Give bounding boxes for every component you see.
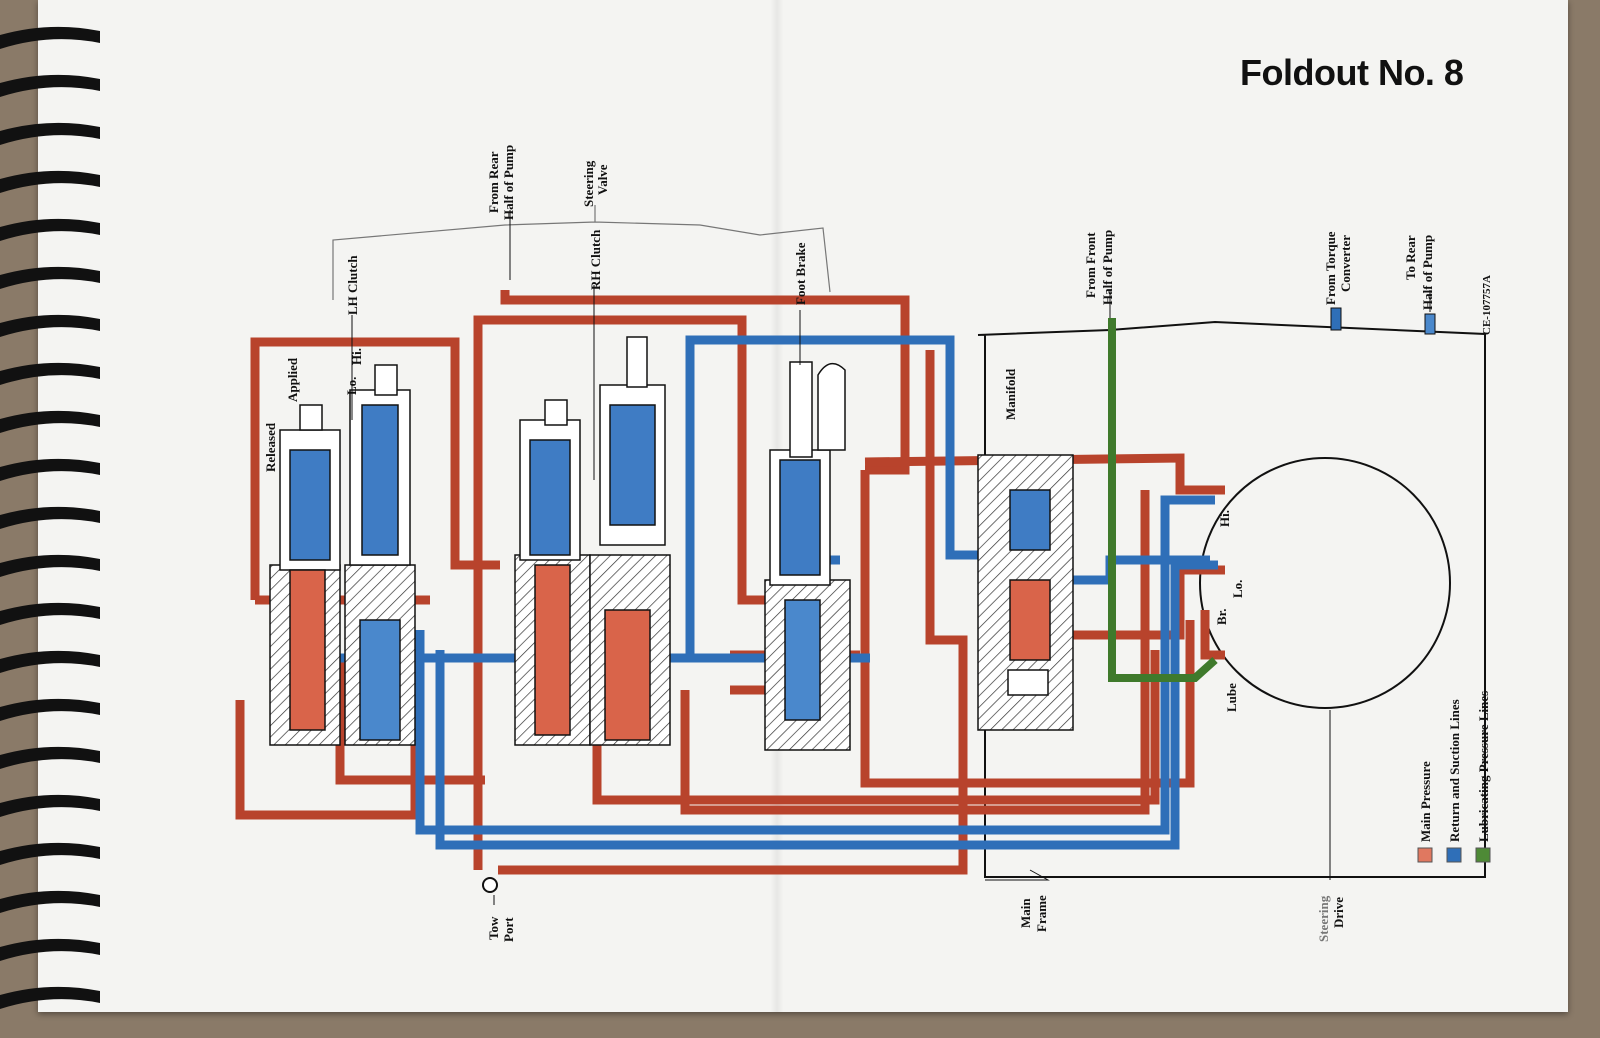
legend: Main Pressure Return and Suction Lines L… [1417, 691, 1491, 863]
binding-ring [0, 794, 100, 817]
foot-brake-valve [764, 361, 851, 751]
binding-ring [0, 842, 100, 865]
torque-converter-port [1330, 307, 1342, 331]
label-drive-br: Br. [1214, 609, 1229, 626]
binding-ring [0, 554, 100, 577]
binding-ring [0, 458, 100, 481]
binding-ring [0, 410, 100, 433]
binding-ring [0, 602, 100, 625]
label-steering-valve-1: Steering [581, 160, 596, 207]
rh-clutch-valve [514, 336, 671, 746]
label-drive-lo: Lo. [1230, 580, 1245, 598]
label-to-rear-2: Half of Pump [1420, 235, 1435, 310]
label-lube: Lube [1224, 683, 1239, 712]
label-steering-drive-2: Drive [1331, 897, 1346, 928]
label-tow-port-1: Tow [486, 916, 501, 940]
legend-swatch-main-pressure [1417, 847, 1433, 863]
binding-ring [0, 122, 100, 145]
binding-ring [0, 170, 100, 193]
label-released: Released [263, 422, 278, 472]
legend-swatch-lube [1475, 847, 1491, 863]
binding-ring [0, 986, 100, 1009]
label-from-torque-2: Converter [1338, 235, 1353, 292]
binding-ring [0, 26, 100, 49]
binding-ring [0, 74, 100, 97]
spiral-binding: /* rings drawn below */ [0, 26, 100, 1009]
leader-lines [351, 210, 1431, 905]
steering-drive-circle [1199, 457, 1451, 709]
label-foot-brake: Foot Brake [793, 242, 808, 305]
label-from-front-2: Half of Pump [1100, 230, 1115, 305]
label-from-front-1: From Front [1083, 232, 1098, 298]
label-lh-lo: Lo. [344, 377, 359, 395]
manifold-valve [977, 454, 1074, 731]
label-rh-clutch: RH Clutch [588, 229, 603, 290]
label-lh-clutch: LH Clutch [345, 255, 360, 315]
binding-ring [0, 890, 100, 913]
label-manifold: Manifold [1003, 368, 1018, 420]
label-from-torque-1: From Torque [1323, 231, 1338, 305]
legend-swatch-return [1446, 847, 1462, 863]
label-main-frame-2: Frame [1034, 895, 1049, 932]
label-drive-hi: Hi. [1217, 510, 1232, 527]
binding-ring [0, 746, 100, 769]
page-title: Foldout No. 8 [1240, 52, 1464, 93]
tow-port-fitting[interactable] [482, 877, 498, 893]
binding-ring [0, 314, 100, 337]
diagram-labels: LH Clutch Applied Released Lo. Hi. From … [263, 145, 1493, 942]
label-steering-drive-1: Steering [1316, 895, 1331, 942]
label-lh-hi: Hi. [349, 348, 364, 365]
label-steering-valve-2: Valve [595, 164, 610, 195]
steering-valve-bracket [332, 205, 831, 300]
label-tow-port-2: Port [501, 917, 516, 942]
lh-clutch-valve [269, 364, 416, 746]
label-from-rear-2: Half of Pump [501, 145, 516, 220]
binding-ring [0, 362, 100, 385]
binding-ring [0, 266, 100, 289]
binding-ring [0, 938, 100, 961]
legend-main-pressure: Main Pressure [1418, 761, 1433, 842]
binding-ring [0, 650, 100, 673]
label-main-frame-1: Main [1018, 898, 1033, 928]
legend-lubricating: Lubricating Pressure Lines [1476, 691, 1491, 842]
label-to-rear-1: To Rear [1403, 235, 1418, 280]
legend-return-suction: Return and Suction Lines [1447, 699, 1462, 842]
drawing-id: CE-107757A [1481, 275, 1493, 335]
binding-ring [0, 698, 100, 721]
label-from-rear-1: From Rear [486, 151, 501, 213]
rear-pump-return-port [1424, 313, 1436, 335]
binding-ring [0, 218, 100, 241]
label-applied: Applied [285, 357, 300, 402]
binding-ring [0, 506, 100, 529]
lubricating-lines [1108, 318, 1218, 682]
